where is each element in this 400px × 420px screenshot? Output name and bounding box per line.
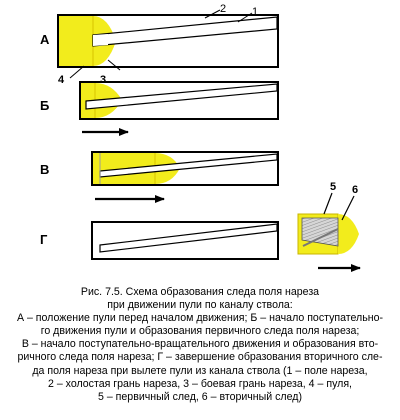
row-g: Г 5 6 [40,181,361,272]
row-v: В [40,151,279,203]
row-label-v: В [40,162,49,177]
caption-line: го движения пули и образования первичног… [40,325,360,338]
callout-line-4 [69,65,85,79]
rifling-land-overlap-a [93,34,108,46]
secondary-trace [301,217,339,247]
callout-4: 4 [58,74,65,86]
callout-1: 1 [252,6,258,18]
row-a: А 2 1 4 3 [40,3,279,86]
caption-line: В – начало поступательно-вращательного д… [21,338,379,351]
row-label-g: Г [40,232,48,247]
row-label-a: А [40,32,50,47]
callout-3: 3 [100,74,106,86]
caption-line: А – положение пули перед началом движени… [16,312,384,325]
caption-line: ричного следа поля нареза; Г – завершени… [17,351,383,364]
bullet-base-a [59,16,93,66]
rifling-land-g [99,223,278,253]
caption-line: 2 – холостая грань нареза, 3 – боевая гр… [47,377,352,390]
callout-5: 5 [330,181,336,193]
row-b: Б [40,81,279,136]
exited-bullet-nose [338,214,359,254]
callout-line-5 [323,192,333,215]
figure-caption: Рис. 7.5. Схема образования следа поля н… [0,286,400,404]
row-label-b: Б [40,98,49,113]
callout-6: 6 [352,184,358,196]
caption-title-line2: при движении пули по каналу ствола: [107,299,293,312]
callout-line-1 [237,12,253,23]
callout-2: 2 [220,3,226,15]
bullet-trace-diagram: А 2 1 4 3 Б В [40,3,361,272]
caption-title-line1: Рис. 7.5. Схема образования следа поля н… [80,286,320,298]
primary-trace [302,228,339,247]
caption-line: 5 – первичный след, 6 – вторичный след) [98,390,302,403]
callout-line-2 [204,9,221,19]
callout-line-3 [107,59,121,71]
callout-line-6 [341,195,355,221]
caption-line: да поля нареза при вылете пули из канала… [32,364,368,377]
